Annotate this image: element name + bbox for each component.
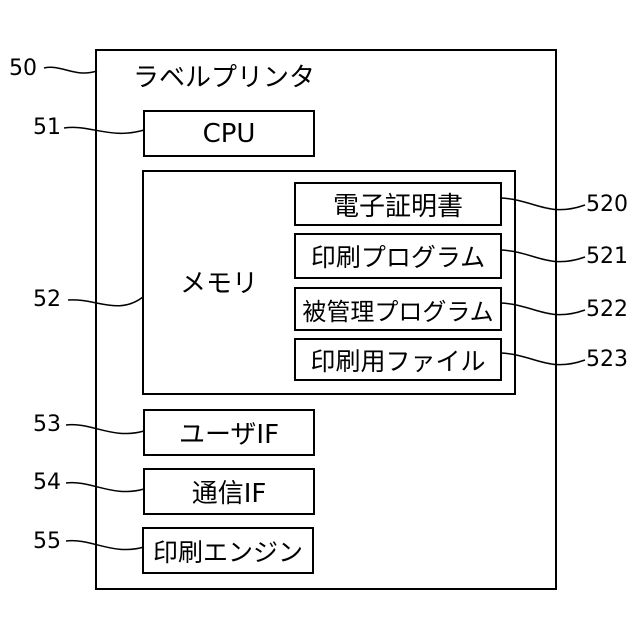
ref-50: 50: [9, 58, 37, 80]
cpu-label: CPU: [143, 110, 315, 157]
label-printer-title: ラベルプリンタ: [133, 58, 315, 92]
print-program-label: 印刷プログラム: [294, 233, 502, 279]
ref-52: 52: [33, 289, 61, 311]
managed-program-label: 被管理プログラム: [294, 287, 502, 331]
certificate-label: 電子証明書: [294, 182, 502, 226]
user-if-label: ユーザIF: [143, 409, 315, 456]
print-file-label: 印刷用ファイル: [294, 338, 502, 381]
ref-53: 53: [33, 414, 61, 436]
ref-55: 55: [33, 531, 61, 553]
memory-label: メモリ: [180, 264, 258, 298]
ref-522: 522: [586, 299, 628, 321]
print-engine-label: 印刷エンジン: [142, 527, 314, 574]
ref-521: 521: [586, 246, 628, 268]
ref-54: 54: [33, 472, 61, 494]
ref-51: 51: [33, 117, 61, 139]
ref-523: 523: [586, 349, 628, 371]
ref-520: 520: [586, 194, 628, 216]
comm-if-label: 通信IF: [143, 468, 315, 515]
leader-50: [44, 67, 97, 73]
